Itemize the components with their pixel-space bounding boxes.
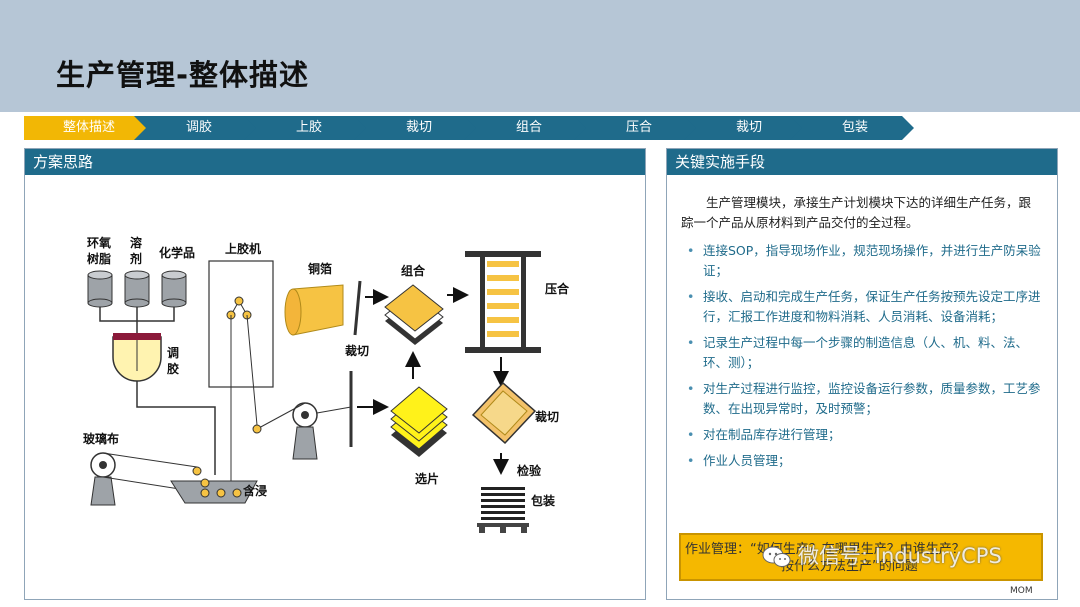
step-pressing[interactable]: 压合 [574, 116, 698, 140]
solvent-tank-icon [124, 270, 150, 308]
label-pressing: 压合 [545, 281, 570, 296]
list-item: 对在制品库存进行管理； [687, 425, 1042, 445]
key-measures-panel: 关键实施手段 生产管理模块，承接生产计划模块下达的详细生产任务，跟踪一个产品从原… [666, 148, 1058, 600]
step-gluing[interactable]: 上胶 [244, 116, 368, 140]
measures-list: 连接SOP，指导现场作业，规范现场操作，并进行生产防呆验证； 接收、启动和完成生… [687, 241, 1042, 477]
list-item: 连接SOP，指导现场作业，规范现场操作，并进行生产防呆验证； [687, 241, 1042, 281]
label-assembly: 组合 [401, 263, 426, 278]
list-item: 对生产过程进行监控，监控设备运行参数，质量参数，工艺参数、在出现异常时，及时预警… [687, 379, 1042, 419]
selected-sheets-icon [390, 386, 448, 457]
key-measures-title: 关键实施手段 [667, 149, 1057, 175]
label-solvent-1: 溶 [130, 235, 142, 250]
impregnation-trough-icon [170, 466, 258, 504]
solution-approach-title: 方案思路 [25, 149, 645, 175]
solution-approach-panel: 方案思路 环氧 树脂 溶 剂 化学品 [24, 148, 646, 600]
step-assembly[interactable]: 组合 [464, 116, 588, 140]
footer-mark: MOM [1010, 586, 1033, 596]
label-cutting-2: 裁切 [535, 409, 559, 424]
chemical-tank-icon [161, 270, 187, 308]
page-title: 生产管理-整体描述 [56, 58, 310, 92]
label-solvent-2: 剂 [129, 251, 142, 266]
header-band: 生产管理-整体描述 [0, 0, 1080, 112]
list-item: 记录生产过程中每一个步骤的制造信息（人、机、料、法、环、测）； [687, 333, 1042, 373]
label-chemical: 化学品 [159, 245, 195, 260]
wechat-icon [762, 546, 791, 567]
wechat-watermark: 微信号: IndustryCPS [762, 540, 1002, 570]
step-cutting-1[interactable]: 裁切 [354, 116, 478, 140]
copper-foil-icon [284, 284, 344, 336]
step-glue-mixing[interactable]: 调胶 [134, 116, 258, 140]
package-stack-icon [477, 487, 529, 533]
label-copper-foil: 铜箔 [308, 261, 332, 276]
list-item: 作业人员管理； [687, 451, 1042, 471]
label-sheet-selection: 选片 [415, 471, 439, 486]
intro-text: 生产管理模块，承接生产计划模块下达的详细生产任务，跟踪一个产品从原材料到产品交付… [681, 195, 1032, 230]
label-cutting-1: 裁切 [345, 343, 369, 358]
label-impregnation: 含浸 [243, 483, 267, 498]
step-packaging[interactable]: 包装 [790, 116, 914, 140]
production-flow-diagram: 环氧 树脂 溶 剂 化学品 调 胶 上胶机 铜箔 裁切 [83, 235, 570, 533]
operation-management-callout: 作业管理：“如何生产？在哪里生产？由谁生产？ 按什么方法生产”的问题 [679, 533, 1043, 581]
cut-board-icon [471, 381, 537, 445]
step-overview[interactable]: 整体描述 [24, 116, 148, 140]
label-glass-cloth: 玻璃布 [83, 431, 119, 446]
label-inspection: 检验 [517, 463, 542, 478]
label-mixing-2: 胶 [167, 361, 179, 376]
label-epoxy-2: 树脂 [87, 251, 111, 266]
label-mixing-1: 调 [167, 346, 179, 360]
label-epoxy-1: 环氧 [87, 235, 111, 250]
mixer-tank-icon [112, 333, 162, 382]
epoxy-tank-icon [87, 270, 113, 308]
prepreg-roll-icon [256, 402, 352, 460]
list-item: 接收、启动和完成生产任务，保证生产任务按预先设定工序进行，汇报工作进度和物料消耗… [687, 287, 1042, 327]
callout-line-1: 作业管理：“如何生产？在哪里生产？由谁生产？ [685, 542, 965, 557]
gluing-machine-frame [208, 260, 274, 388]
step-cutting-2[interactable]: 裁切 [684, 116, 808, 140]
watermark-text: 微信号: IndustryCPS [798, 544, 1002, 568]
label-gluing-machine: 上胶机 [225, 241, 261, 256]
label-packaging: 包装 [530, 493, 555, 508]
callout-line-2: 按什么方法生产”的问题 [781, 559, 918, 574]
press-icon [465, 251, 541, 353]
process-steps-bar: 整体描述 调胶 上胶 裁切 组合 压合 裁切 包装 [24, 116, 914, 140]
assembly-stack-icon [384, 284, 444, 345]
